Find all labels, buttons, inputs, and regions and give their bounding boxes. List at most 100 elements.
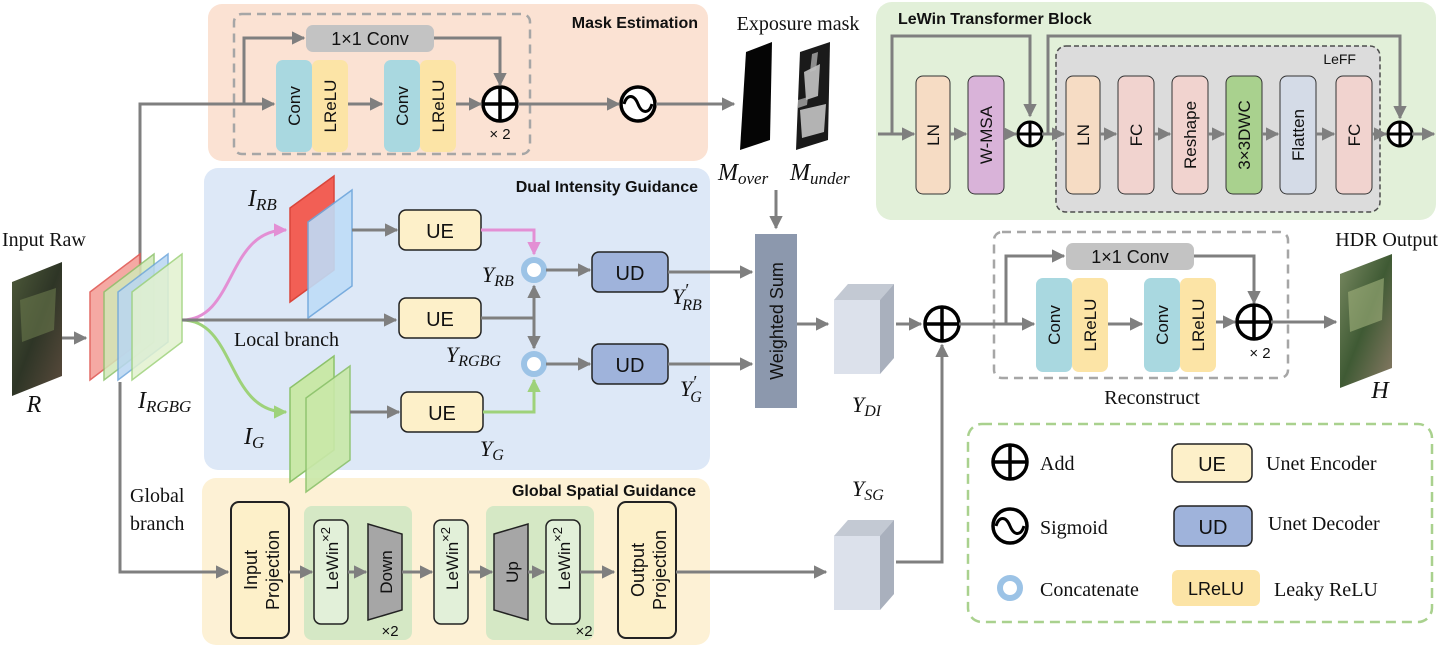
conv1x1-block xyxy=(1066,243,1194,270)
ysg-symbol: Y xyxy=(852,476,867,501)
dual-intensity-title: Dual Intensity Guidance xyxy=(516,179,698,196)
svg-text:YRB: YRB xyxy=(482,262,514,290)
legend-lrelu-label: LReLU xyxy=(1188,579,1244,599)
global-branch-label-2: branch xyxy=(130,513,184,535)
input-symbol-r: R xyxy=(26,392,42,418)
legend-ue-swatch xyxy=(1171,443,1253,483)
lrelu-label: LReLU xyxy=(1189,299,1208,352)
svg-text:IRB: IRB xyxy=(247,186,277,214)
mask-over-subscript: over xyxy=(738,169,769,188)
output-projection-label-2: Projection xyxy=(650,530,670,610)
ud-label: UD xyxy=(616,355,645,377)
flatten-label: Flatten xyxy=(1289,109,1308,161)
local-branch-label: Local branch xyxy=(234,329,339,351)
input-raw: Input Raw R xyxy=(2,229,88,418)
concatenate-icon xyxy=(521,351,547,377)
hdr-output-label: HDR Output xyxy=(1335,229,1438,251)
ln-label: LN xyxy=(924,124,943,146)
exposure-mask-label: Exposure mask xyxy=(737,13,860,35)
output-symbol-h: H xyxy=(1370,378,1390,404)
legend-ud-label: UD xyxy=(1199,517,1228,539)
ud-label: UD xyxy=(616,263,645,285)
global-spatial-title: Global Spatial Guidance xyxy=(512,483,696,500)
conv-block xyxy=(276,60,312,152)
dashed-frame xyxy=(966,422,1434,624)
svg-text:LeWin×2: LeWin×2 xyxy=(438,527,462,590)
conv-block xyxy=(1144,278,1180,372)
reconstruct: 1×1 Conv Conv LReLU Conv LReLU × 2 Recon… xyxy=(959,230,1338,409)
output-projection-label-1: Output xyxy=(628,543,648,597)
leff-label: LeFF xyxy=(1323,51,1356,67)
legend-concatenate: Concatenate xyxy=(1040,579,1139,601)
repeat-x2: × 2 xyxy=(1249,345,1270,362)
ysg-subscript: SG xyxy=(864,487,884,504)
lrelu-block xyxy=(420,60,456,152)
ue-label: UE xyxy=(426,221,454,243)
lrelu-label: LReLU xyxy=(429,80,448,133)
yg-prime-symbol: Y xyxy=(680,376,695,401)
hdr-output: HDR Output H xyxy=(1335,229,1438,404)
global-branch-label-1: Global xyxy=(130,485,185,507)
yrb-symbol: Y xyxy=(482,262,497,287)
wmsa-label: W-MSA xyxy=(977,105,996,164)
input-rgbg-planes: IRGBG xyxy=(89,252,191,416)
svg-text:Y′G: Y′G xyxy=(680,372,702,406)
lrelu-block xyxy=(1072,278,1108,372)
lewin-times2: ×2 xyxy=(550,527,565,542)
lewin-label: LeWin xyxy=(323,542,342,590)
down-x2: ×2 xyxy=(381,623,398,640)
ue-label: UE xyxy=(428,403,456,425)
svg-text:LeWin×2: LeWin×2 xyxy=(318,527,342,590)
lewin-times2: ×2 xyxy=(438,527,453,542)
conv-label: Conv xyxy=(285,86,304,126)
add-icon xyxy=(1235,303,1273,341)
irb-subscript: RB xyxy=(255,195,277,214)
up-label: Up xyxy=(503,561,522,583)
yrgbg-symbol: Y xyxy=(446,342,461,367)
yrgbg-subscript: RGBG xyxy=(457,353,501,370)
input-raw-label: Input Raw xyxy=(2,229,86,251)
dual-intensity-contents: IRB IG Local branch UE UE UE xyxy=(181,174,754,494)
conv-block xyxy=(384,60,420,152)
add-icon xyxy=(481,85,519,123)
concatenate-icon xyxy=(997,575,1023,601)
ysg-feature: YSG xyxy=(834,343,949,610)
down-block xyxy=(367,522,403,622)
svg-text:Mover: Mover xyxy=(717,160,769,188)
yrb-subscript: RB xyxy=(493,273,514,290)
fc-label: FC xyxy=(1345,124,1364,147)
weighted-sum-block xyxy=(755,234,797,408)
concatenate-icon xyxy=(521,257,547,283)
lewin-times2: ×2 xyxy=(318,527,333,542)
ydi-feature: YDI xyxy=(834,284,923,420)
mask-under-symbol: M xyxy=(789,160,812,186)
yg-prime-mark: ′ xyxy=(692,372,697,392)
lrelu-label: LReLU xyxy=(321,80,340,133)
conv-label: Conv xyxy=(393,86,412,126)
irgbg-subscript: RGBG xyxy=(145,397,191,416)
lewin-label: LeWin xyxy=(555,542,574,590)
global-branch: Global branch Input Projection LeWin×2 D… xyxy=(118,382,828,640)
add-icon xyxy=(1016,120,1044,148)
legend-ue-label: UE xyxy=(1198,454,1226,476)
lrelu-block xyxy=(312,60,348,152)
lewin-label: LeWin xyxy=(443,542,462,590)
conv1x1-label: 1×1 Conv xyxy=(1091,247,1169,267)
input-projection-label-1: Input xyxy=(241,550,261,590)
svg-text:YG: YG xyxy=(480,436,504,464)
legend-lrelu-desc: Leaky ReLU xyxy=(1274,579,1378,601)
down-label: Down xyxy=(377,550,396,593)
lrelu-block xyxy=(1180,278,1216,372)
svg-text:IRGBG: IRGBG xyxy=(137,388,191,416)
ig-symbol: I xyxy=(243,424,253,450)
svg-text:YRGBG: YRGBG xyxy=(446,342,501,370)
ue-label: UE xyxy=(426,309,454,331)
mask-over-symbol: M xyxy=(717,160,740,186)
reconstruct-label: Reconstruct xyxy=(1104,387,1200,409)
lrelu-label: LReLU xyxy=(1081,299,1100,352)
exposure-masks: Exposure mask Mover Munder xyxy=(717,13,860,230)
yrb-prime-symbol: Y xyxy=(672,284,687,309)
legend-sigmoid: Sigmoid xyxy=(1040,517,1108,539)
legend: Add Sigmoid Concatenate UE Unet Encoder … xyxy=(966,422,1434,624)
